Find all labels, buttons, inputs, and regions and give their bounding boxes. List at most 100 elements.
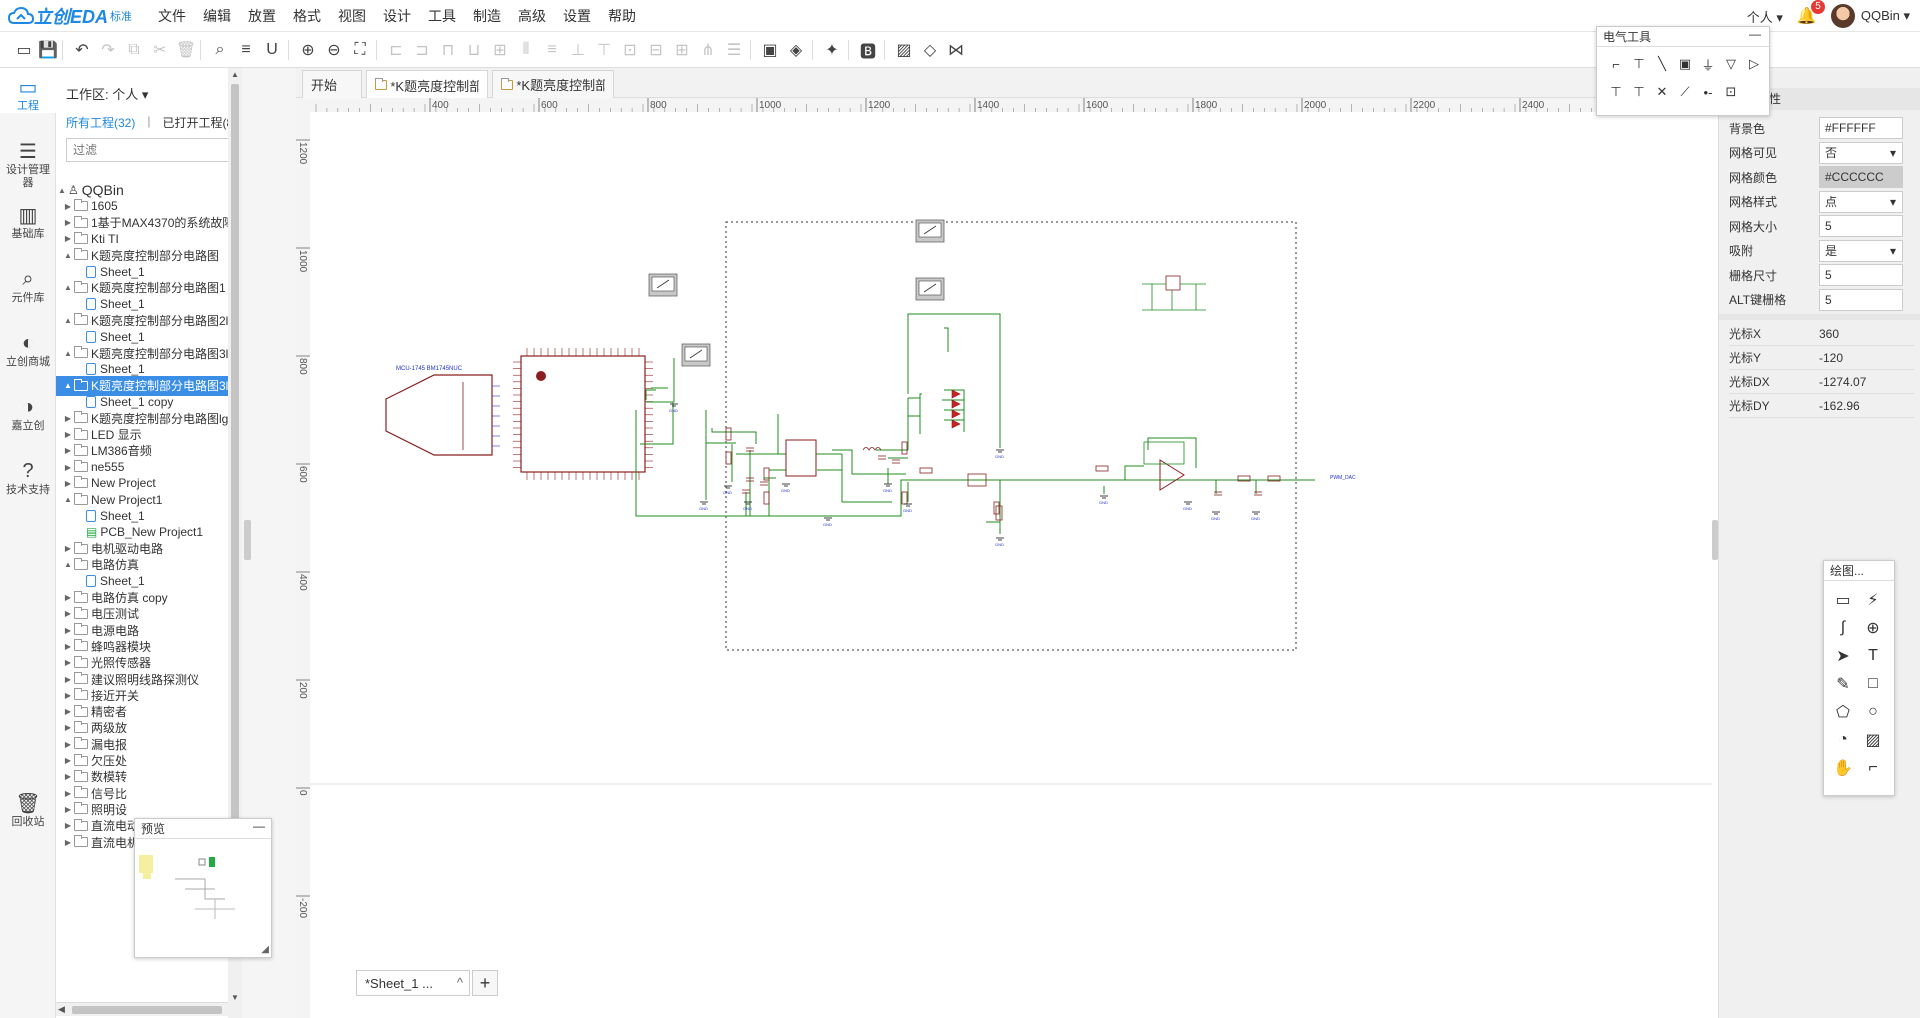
expand-arrow-icon[interactable]: ▶ (64, 707, 72, 717)
bus-entry-icon[interactable]: ╲ (1658, 56, 1666, 71)
expand-arrow-icon[interactable]: ▶ (64, 625, 72, 635)
menu-3[interactable]: 格式 (293, 8, 321, 24)
nav-search[interactable]: ⌕元件库 (0, 260, 56, 305)
menu-0[interactable]: 文件 (158, 8, 186, 24)
hand-icon[interactable]: ✋ (1833, 760, 1853, 777)
tree-user[interactable]: ▲♙QQBin (56, 180, 278, 200)
new-file-icon[interactable]: ▭ (16, 42, 32, 59)
nav-lcsc[interactable]: ◐立创商城 (0, 324, 56, 369)
voltage-probe-icon[interactable]: ⟋ (1680, 84, 1690, 99)
arrowhead-icon[interactable]: ⊕ (1866, 620, 1880, 637)
group-icon[interactable]: ⊡ (623, 42, 637, 59)
tree-folder[interactable]: ▶电源电路 (56, 620, 278, 640)
tree-folder[interactable]: ▲K题亮度控制部分电路图 (56, 245, 278, 265)
menu-6[interactable]: 工具 (428, 8, 456, 24)
scroll-up-arrow[interactable]: ▲ (231, 70, 239, 79)
expand-arrow-icon[interactable]: ▶ (64, 641, 72, 651)
align-top-icon[interactable]: ⊓ (441, 42, 455, 59)
tree-folder[interactable]: ▶照明设 (56, 799, 278, 819)
tree-icon[interactable]: ⋔ (701, 42, 715, 59)
tree-folder[interactable]: ▶LED 显示 (56, 425, 278, 445)
collapse-right-handle[interactable] (1712, 520, 1718, 560)
find-replace-icon[interactable]: ≡ (241, 41, 251, 58)
align-left-icon[interactable]: ⊏ (389, 42, 403, 59)
expand-arrow-icon[interactable]: ▶ (64, 690, 72, 700)
electrical-tools-panel[interactable]: 电气工具 — ⌐⊤╲▣⏚▽▷⊤⊤✕⟋•-⊡ (1596, 26, 1770, 116)
tree-folder[interactable]: ▶蜂鸣器模块 (56, 636, 278, 656)
tree-folder[interactable]: ▶1基于MAX4370的系统故障保护电 (56, 213, 278, 233)
bus-icon[interactable]: ⊤ (1633, 56, 1645, 71)
tree-folder[interactable]: ▶精密者 (56, 702, 278, 722)
expand-arrow-icon[interactable]: ▶ (64, 544, 72, 554)
add-sheet-button[interactable]: + (472, 970, 498, 996)
menu-1[interactable]: 编辑 (203, 8, 231, 24)
rectangle-icon[interactable]: □ (1868, 675, 1878, 692)
text-icon[interactable]: T (1868, 647, 1878, 664)
scroll-thumb[interactable] (72, 1006, 222, 1014)
vertical-scrollbar[interactable]: ▲ ▼ (228, 68, 242, 1018)
expand-arrow-icon[interactable]: ▶ (64, 446, 72, 456)
menu-10[interactable]: 帮助 (608, 8, 636, 24)
nav-help[interactable]: ?技术支持 (0, 452, 56, 497)
tree-folder[interactable]: ▶建议照明线路探测仪 (56, 669, 278, 689)
property-input[interactable]: 5 (1819, 215, 1903, 237)
bell-icon[interactable]: 🔔5 (1797, 0, 1825, 26)
save-icon[interactable]: 💾 (38, 42, 58, 59)
tree-folder[interactable]: ▶欠压处 (56, 751, 278, 771)
expand-arrow-icon[interactable]: ▶ (64, 658, 72, 668)
nav-trash[interactable]: 🗑回收站 (0, 784, 56, 829)
pencil-icon[interactable]: ✎ (1836, 676, 1850, 693)
preview-panel[interactable]: 预览 — ◢ (134, 818, 272, 958)
tree-folder[interactable]: ▶漏电报 (56, 734, 278, 754)
fit-view-icon[interactable]: ⛶ (354, 41, 366, 58)
zoom-out-icon[interactable]: ⊖ (327, 42, 341, 59)
magic-wand-icon[interactable]: ✦ (825, 42, 839, 59)
workspace-selector[interactable]: 工作区: 个人 ▾ (66, 87, 149, 102)
pin-icon[interactable]: •- (1703, 84, 1713, 100)
image-export-icon[interactable]: ▣ (762, 42, 778, 59)
expand-arrow-icon[interactable]: ▶ (64, 788, 72, 798)
menu-2[interactable]: 放置 (248, 8, 276, 24)
tree-file[interactable]: Sheet_1 (56, 262, 278, 282)
text-replace-icon[interactable]: U (266, 41, 278, 58)
resize-handle-icon[interactable]: ◢ (261, 944, 269, 955)
expand-arrow-icon[interactable]: ▶ (64, 478, 72, 488)
sheet-tab[interactable]: *Sheet_1 ... ^ (356, 970, 470, 996)
tree-folder[interactable]: ▲K题亮度控制部分电路图1 (56, 278, 278, 298)
align-bottom-icon[interactable]: ⊔ (467, 42, 481, 59)
pentagon-icon[interactable]: ⬠ (1836, 704, 1850, 721)
collapse-arrow-icon[interactable]: ▲ (64, 283, 72, 293)
collapse-arrow-icon[interactable]: ▲ (64, 495, 72, 505)
collapse-arrow-icon[interactable]: ▲ (64, 381, 72, 391)
scroll-thumb[interactable] (231, 84, 239, 904)
nav-folder[interactable]: ▭工程 (0, 68, 56, 113)
menu-4[interactable]: 视图 (338, 8, 366, 24)
distribute-h-icon[interactable]: ⫴ (522, 41, 530, 58)
expand-arrow-icon[interactable]: ▶ (64, 609, 72, 619)
nav-chip[interactable]: ▥基础库 (0, 196, 56, 241)
tree-folder[interactable]: ▶光照传感器 (56, 653, 278, 673)
expand-arrow-icon[interactable]: ▶ (64, 837, 72, 847)
tree-folder[interactable]: ▶电机驱动电路 (56, 539, 278, 559)
search-icon[interactable]: ⌕ (215, 41, 225, 58)
expand-arrow-icon[interactable]: ▶ (64, 593, 72, 602)
tree-folder[interactable]: ▲K题亮度控制部分电路图2lgx (56, 310, 278, 330)
net-label-icon[interactable]: ▣ (1678, 56, 1692, 71)
property-input[interactable]: 是 (1819, 239, 1903, 262)
menu-7[interactable]: 制造 (473, 8, 501, 24)
text-frame-icon[interactable]: ▭ (1835, 592, 1851, 609)
tree-folder[interactable]: ▲电路仿真 (56, 555, 278, 575)
tree-file[interactable]: Sheet_1 (56, 294, 278, 314)
pie-icon[interactable]: ◔ (1838, 731, 1848, 748)
tree-folder[interactable]: ▲New Project1 (56, 490, 278, 510)
tree-folder[interactable]: ▶信号比 (56, 783, 278, 803)
scroll-left-arrow[interactable]: ◀ (58, 1004, 65, 1014)
collapse-arrow-icon[interactable]: ▲ (64, 348, 72, 358)
net-flag-power-icon[interactable]: ▽ (1726, 56, 1736, 71)
ungroup-icon[interactable]: ⊟ (649, 42, 663, 59)
tree-folder[interactable]: ▶LM386音频 (56, 441, 278, 461)
nav-jlc[interactable]: ◑嘉立创 (0, 388, 56, 433)
tree-file[interactable]: Sheet_1 (56, 327, 278, 347)
expand-arrow-icon[interactable]: ▶ (64, 201, 72, 211)
